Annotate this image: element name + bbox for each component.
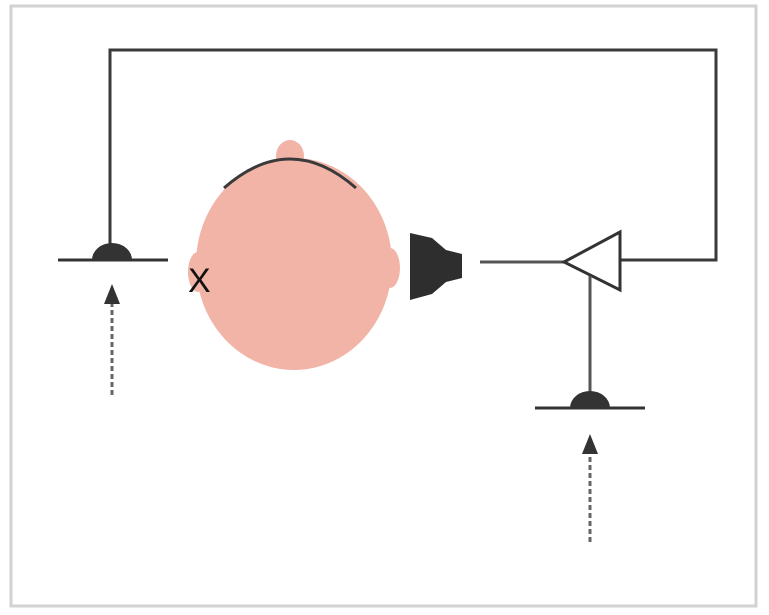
microphone-icon [92,243,132,260]
left-input-arrow [104,284,120,395]
feedback-wire [108,48,718,262]
microphone-icon [570,391,610,408]
diagram-frame [9,4,758,608]
arrow-up-icon [104,284,120,304]
left-ear-icon [188,252,208,292]
head-arc [223,157,357,190]
loudspeaker [410,233,462,300]
right-ear-icon [380,248,400,288]
right-microphone [535,391,645,410]
position-marker: X [188,262,211,300]
listener-head [188,140,400,370]
nose-icon [276,140,304,172]
speaker-icon [410,233,462,300]
amplifier-triangle-icon [560,229,622,293]
right-input-arrow [582,434,598,542]
left-microphone [58,243,168,262]
arrow-up-icon [582,434,598,454]
head-icon [196,158,392,370]
